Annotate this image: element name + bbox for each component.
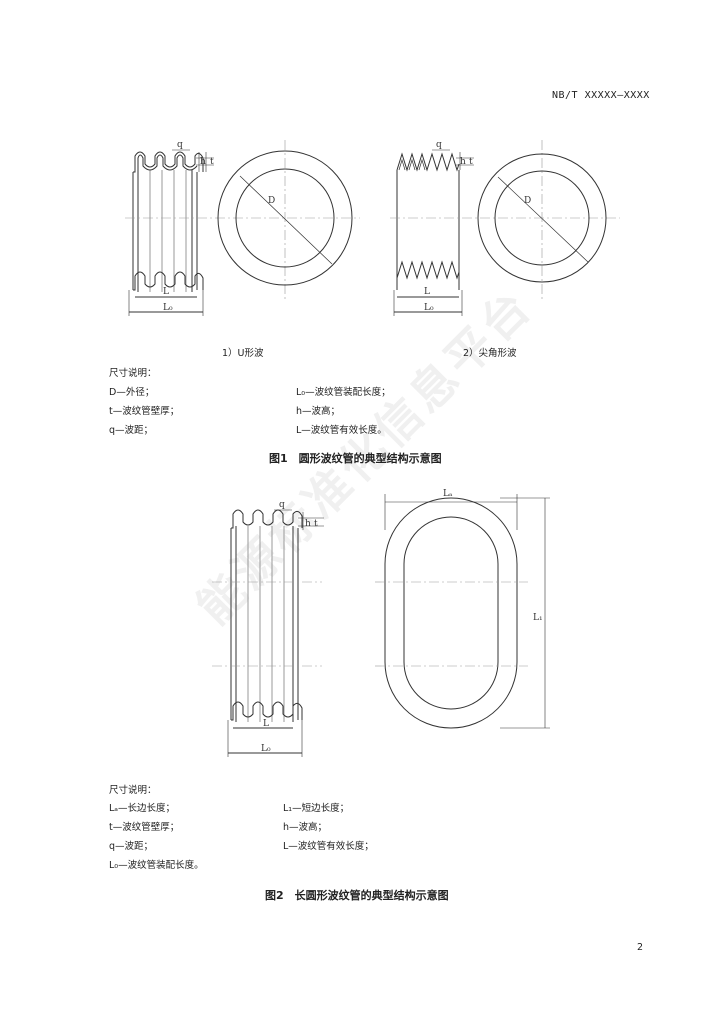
sharp-bellows-side xyxy=(393,149,474,316)
u-bellows-ring xyxy=(217,150,353,286)
fig2-legend-left-0: Lₐ—长边长度； xyxy=(109,803,176,814)
fig2-la-label: Lₐ xyxy=(443,489,453,499)
fig1a-h-label: h xyxy=(200,157,206,167)
figure2-drawing: q h t L L₀ Lₐ L₁ xyxy=(212,489,550,757)
fig2-legend-right-0: L₁—短边长度； xyxy=(283,803,350,814)
fig2-legend-left-3: L₀—波纹管装配长度。 xyxy=(109,860,204,871)
fig1-caption: 图1 圆形波纹管的典型结构示意图 xyxy=(269,452,442,465)
fig1b-l0-label: L₀ xyxy=(424,303,434,313)
figure1-drawing: q h t D L L₀ q h t D L L₀ xyxy=(125,140,620,316)
page-number: 2 xyxy=(637,942,644,953)
fig2-legend-left-1: t—波纹管壁厚； xyxy=(109,822,180,833)
fig1-subcaption-u: 1）U形波 xyxy=(222,348,264,359)
fig1a-d-label: D xyxy=(268,196,275,206)
fig2-legend-right-1: h—波高； xyxy=(283,822,328,833)
fig2-caption: 图2 长圆形波纹管的典型结构示意图 xyxy=(265,889,449,902)
fig1-subcaption-sharp: 2）尖角形波 xyxy=(463,348,517,359)
fig1-legend-title: 尺寸说明： xyxy=(109,368,157,379)
standard-number: NB/T XXXXX—XXXX xyxy=(552,90,650,101)
fig2-l0-label: L₀ xyxy=(261,744,271,754)
fig1a-l0-label: L₀ xyxy=(163,303,173,313)
fig1-legend-right-1: h—波高； xyxy=(296,406,341,417)
oblong-bellows-side xyxy=(227,509,324,757)
fig1b-t-label: t xyxy=(469,157,473,167)
fig2-l-label: L xyxy=(263,719,269,729)
fig2-legend-title: 尺寸说明： xyxy=(109,785,157,796)
fig1-legend-right-0: L₀—波纹管装配长度； xyxy=(296,387,391,398)
fig1-legend-right-2: L—波纹管有效长度。 xyxy=(296,425,387,436)
u-bellows-side xyxy=(128,149,214,316)
sharp-bellows-ring xyxy=(477,153,607,283)
fig2-lb-label: L₁ xyxy=(533,613,543,623)
fig1b-l-label: L xyxy=(424,287,430,297)
fig2-legend-left-2: q—波距； xyxy=(109,841,154,852)
fig1b-d-label: D xyxy=(524,196,531,206)
fig2-q-label: q xyxy=(279,500,285,510)
fig2-t-label: t xyxy=(314,519,318,529)
fig2-legend-right-2: L—波纹管有效长度； xyxy=(283,841,374,852)
fig1a-q-label: q xyxy=(177,140,183,150)
fig2-h-label: h xyxy=(305,519,311,529)
fig1-legend-left-1: t—波纹管壁厚； xyxy=(109,406,180,417)
fig1-legend-left-0: D—外径； xyxy=(109,387,155,398)
oblong-bellows-ring xyxy=(384,494,550,729)
fig1a-t-label: t xyxy=(210,157,214,167)
fig1b-h-label: h xyxy=(460,157,466,167)
fig1a-l-label: L xyxy=(163,287,169,297)
fig1b-q-label: q xyxy=(436,140,442,150)
fig1-legend-left-2: q—波距； xyxy=(109,425,154,436)
